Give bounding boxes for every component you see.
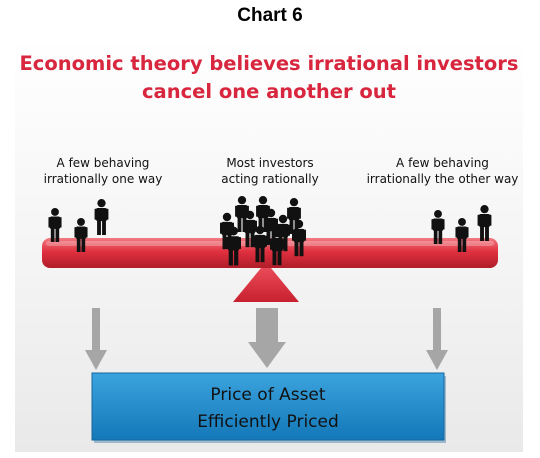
center-group-label-line-1: Most investors — [226, 156, 314, 170]
price-box-text: Price of Asset Efficiently Priced — [92, 382, 444, 436]
center-group-label: Most investors acting rationally — [200, 155, 340, 187]
left-down-arrow-icon — [85, 308, 107, 370]
price-box-line-2: Efficiently Priced — [197, 412, 339, 432]
price-box-line-1: Price of Asset — [210, 385, 326, 405]
headline-line-2: cancel one another out — [141, 80, 397, 103]
headline: Economic theory believes irrational inve… — [15, 50, 523, 106]
left-group-label-line-2: irrationally one way — [43, 172, 163, 186]
right-down-arrow-icon — [426, 308, 448, 370]
right-group-label: A few behaving irrationally the other wa… — [355, 155, 530, 187]
person-icon — [477, 205, 492, 241]
fulcrum — [233, 262, 299, 302]
price-of-asset-box — [91, 372, 445, 441]
seesaw-beam — [42, 238, 498, 268]
left-group-label-line-1: A few behaving — [56, 156, 150, 170]
right-group-label-line-2: irrationally the other way — [366, 172, 519, 186]
right-group-label-line-1: A few behaving — [396, 156, 489, 170]
center-group-label-line-2: acting rationally — [221, 172, 319, 186]
center-down-arrow-icon — [248, 308, 286, 368]
left-group-label: A few behaving irrationally one way — [28, 155, 178, 187]
chart-label: Chart 6 — [237, 5, 303, 26]
down-arrows — [85, 308, 448, 370]
headline-line-1: Economic theory believes irrational inve… — [19, 52, 519, 75]
person-icon — [94, 199, 109, 235]
person-icon — [48, 208, 62, 242]
